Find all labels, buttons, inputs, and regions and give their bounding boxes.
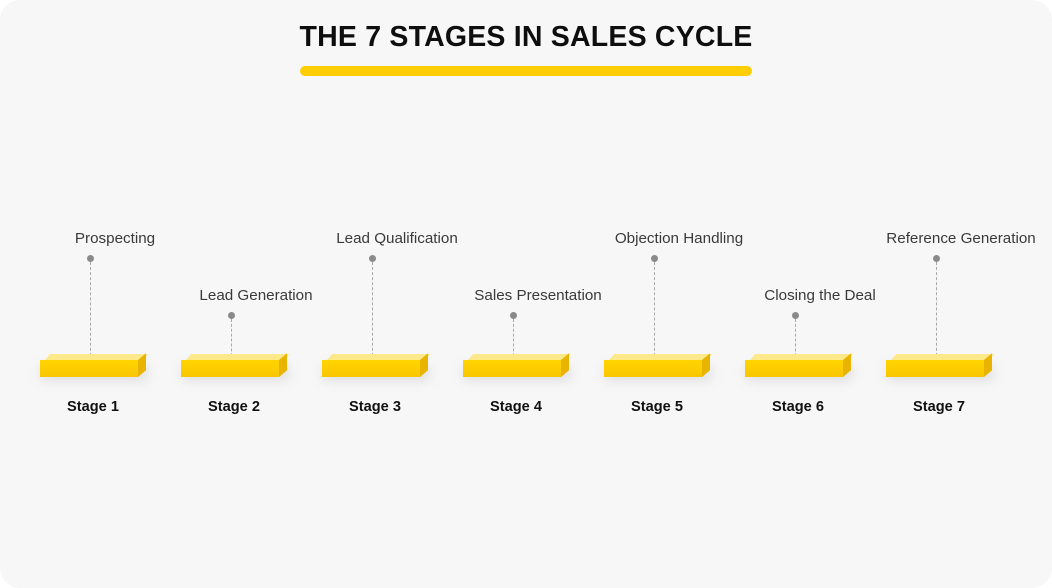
leader-line — [372, 262, 373, 366]
stage-block[interactable] — [604, 353, 720, 388]
stage-block[interactable] — [886, 353, 1002, 388]
stage-label: Reference Generation — [886, 230, 1036, 247]
stage-block-front-face — [886, 360, 984, 377]
leader-dot-icon — [510, 312, 517, 319]
stage-label: Lead Generation — [199, 287, 313, 304]
leader-line — [654, 262, 655, 366]
stage-block[interactable] — [463, 353, 579, 388]
stage-block[interactable] — [322, 353, 438, 388]
stage-label: Objection Handling — [614, 230, 744, 247]
stage-caption: Stage 5 — [631, 399, 683, 415]
leader-line — [936, 262, 937, 366]
stage-caption: Stage 2 — [208, 399, 260, 415]
leader-dot-icon — [933, 255, 940, 262]
stage-label: Prospecting — [74, 230, 156, 247]
stage-caption: Stage 6 — [772, 399, 824, 415]
page-title: THE 7 STAGES IN SALES CYCLE — [299, 21, 753, 53]
stage-label: Closing the Deal — [764, 287, 876, 304]
stage-block-front-face — [463, 360, 561, 377]
stage-caption: Stage 1 — [67, 399, 119, 415]
stage-label: Sales Presentation — [474, 287, 602, 304]
stage-caption: Stage 7 — [913, 399, 965, 415]
stage-block-front-face — [604, 360, 702, 377]
stage-block-front-face — [40, 360, 138, 377]
stage-caption: Stage 3 — [349, 399, 401, 415]
leader-line — [795, 319, 796, 366]
stage-block-front-face — [181, 360, 279, 377]
leader-dot-icon — [369, 255, 376, 262]
title-block: THE 7 STAGES IN SALES CYCLE — [0, 21, 1052, 53]
stage-block-front-face — [322, 360, 420, 377]
leader-line — [231, 319, 232, 366]
stage-block[interactable] — [745, 353, 861, 388]
leader-dot-icon — [792, 312, 799, 319]
leader-dot-icon — [651, 255, 658, 262]
leader-dot-icon — [228, 312, 235, 319]
leader-dot-icon — [87, 255, 94, 262]
title-underline-bar — [300, 66, 752, 76]
stage-block[interactable] — [40, 353, 156, 388]
leader-line — [90, 262, 91, 366]
leader-line — [513, 319, 514, 366]
stage-block[interactable] — [181, 353, 297, 388]
stage-caption: Stage 4 — [490, 399, 542, 415]
stage-label: Lead Qualification — [336, 230, 458, 247]
stage-block-front-face — [745, 360, 843, 377]
